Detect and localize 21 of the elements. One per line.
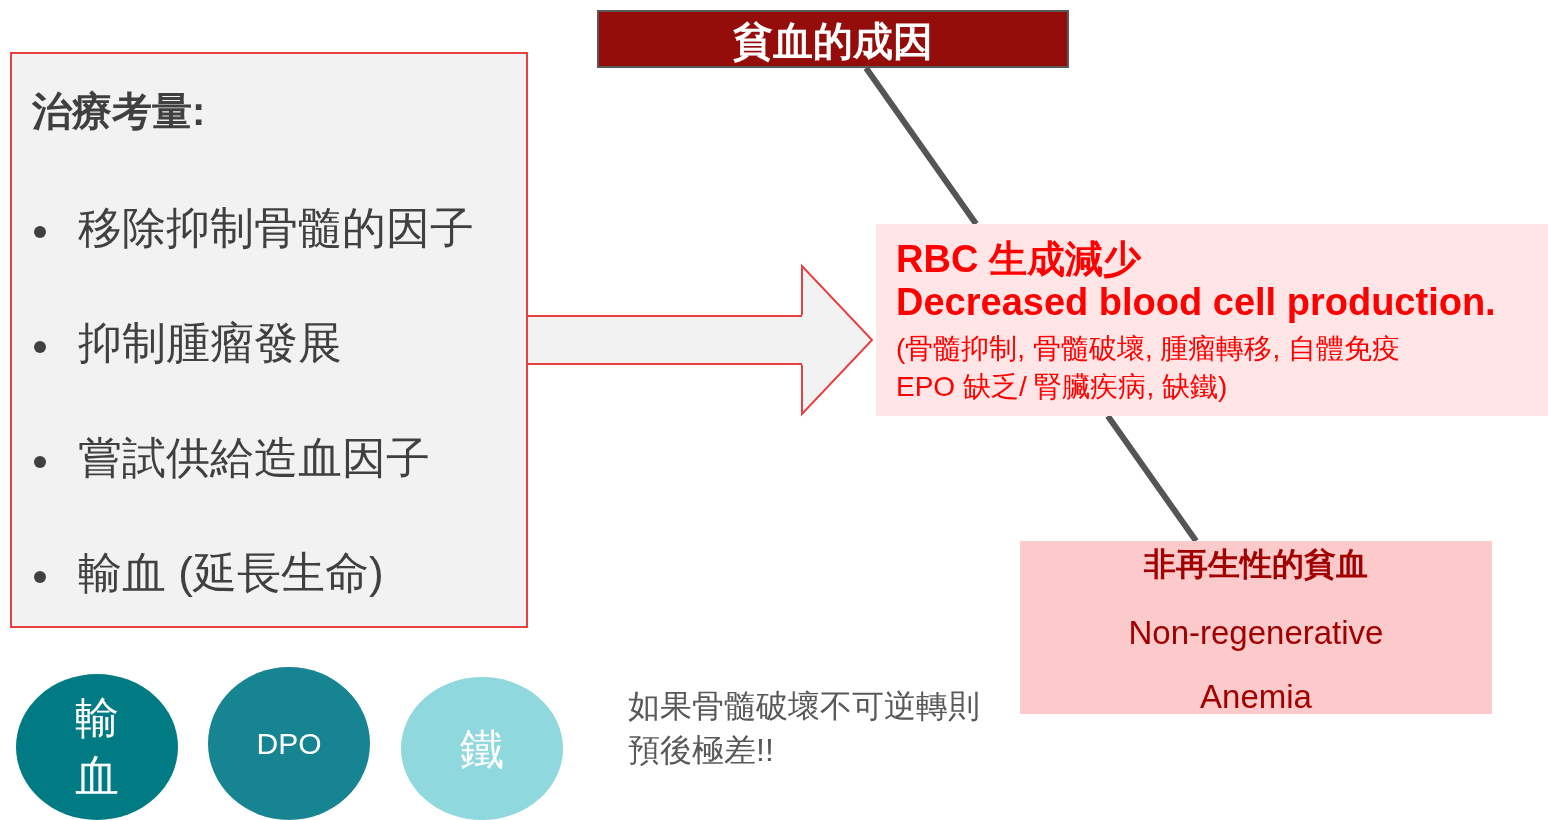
connector-line [863, 66, 979, 226]
cause-box [876, 224, 1548, 416]
bullet-text: 嘗試供給造血因子 [78, 432, 430, 484]
badge-text: 輸血 [74, 692, 120, 802]
badge-text: 鐵 [460, 722, 504, 775]
bullet-text: 抑制腫瘤發展 [78, 317, 342, 369]
cause-heading: RBC 生成減少 [896, 237, 1141, 282]
connector-line [1105, 414, 1199, 543]
box-heading: 治療考量: [32, 88, 206, 135]
cause-details: (骨髓抑制, 骨髓破壞, 腫瘤轉移, 自體免疫 EPO 缺乏/ 腎臟疾病, 缺鐵) [896, 332, 1401, 404]
result-box [1020, 541, 1492, 714]
result-heading: 非再生性的貧血 [1143, 545, 1369, 584]
title-text: 貧血的成因 [732, 18, 934, 65]
note-text: 如果骨髓破壞不可逆轉則預後極差!! [628, 687, 981, 770]
result-text: Non-regenerative Anemia [1127, 613, 1385, 717]
cause-subheading: Decreased blood cell production. [896, 281, 1496, 324]
title-box [597, 10, 1069, 68]
bullet-text: 移除抑制骨髓的因子 [78, 202, 474, 254]
treatment-box [10, 52, 528, 628]
bullet-text: 輸血 (延長生命) [78, 547, 384, 599]
badge-text: DPO [256, 725, 322, 762]
